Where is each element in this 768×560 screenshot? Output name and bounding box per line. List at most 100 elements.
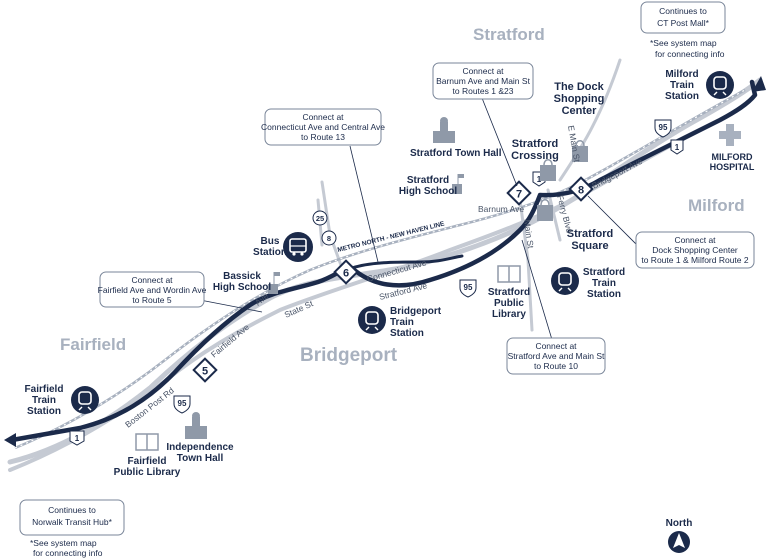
callout-barnum-line3: to Routes 1 &23 [453,86,514,96]
svg-text:Fairfield: Fairfield [128,456,167,467]
svg-text:Public Library: Public Library [114,467,181,478]
svg-text:Train: Train [390,317,414,328]
shopping-bag-icon [537,199,553,221]
street-barnum: Barnum Ave [478,204,524,214]
ct-post-note-line1: *See system map [650,38,717,48]
street-metro-north: METRO NORTH - NEW HAVEN LINE [337,220,446,254]
shopping-bag-icon [572,140,588,162]
train-icon [71,386,99,414]
label-bridgeport-station: Bridgeport Train Station [390,306,442,339]
callout-stratford-main-box [506,337,606,375]
shield-us1-icon: 1 [670,139,684,155]
callout-ct-post-line2: CT Post Mall* [657,18,709,28]
callout-stratford-main-line2: Stratford Ave and Main St [508,351,605,361]
town-milford: Milford [688,196,745,215]
label-bus-station: Bus Station [253,236,287,258]
label-independence: Independence Town Hall [166,442,234,464]
arrow-west-icon [4,433,16,447]
callout-dock-line1: Connect at [674,235,716,245]
train-icon [551,267,579,295]
svg-text:Bus: Bus [261,236,280,247]
label-stratford-library: Stratford Public Library [488,287,530,320]
shield-i95-icon: 95 [654,119,672,138]
svg-text:Stratford: Stratford [567,228,613,240]
svg-text:Public: Public [494,298,524,309]
callout-fairfield-wordin-box [99,271,205,308]
label-stratford-station: Stratford Train Station [583,267,625,300]
road-ferry [546,188,562,242]
timepoint-5-label: 5 [202,366,208,378]
timepoint-8-label: 8 [578,185,584,197]
north-arrow-icon [673,533,685,548]
street-fairfield-ave: Fairfield Ave [209,322,251,360]
callout-dock-line2: Dock Shopping Center [652,245,738,255]
callout-dock-line3: to Route 1 & Milford Route 2 [641,255,749,265]
svg-text:Train: Train [670,80,694,91]
label-stratford-crossing: Stratford Crossing [511,138,559,162]
north-arrow: North [666,518,693,553]
shield-route8-label: 8 [327,234,331,243]
svg-text:Station: Station [587,289,621,300]
svg-text:Station: Station [253,247,287,258]
callout-fairfield-wordin-line1: Connect at [131,275,173,285]
shield-i95-icon: 95 [173,395,191,414]
callout-leaders [199,97,638,344]
svg-text:Stratford: Stratford [512,138,558,150]
shield-route25-label: 25 [316,214,324,223]
svg-text:Shopping: Shopping [554,93,605,105]
train-icon [358,306,386,334]
shield-route8-icon: 8 [321,230,337,246]
callout-fairfield-wordin-line3: to Route 5 [132,295,171,305]
svg-text:HOSPITAL: HOSPITAL [710,162,755,172]
shield-i95-a-label: 95 [178,399,187,408]
shield-i95-c-label: 95 [659,123,668,132]
label-fairfield-library: Fairfield Public Library [114,456,181,478]
town-fairfield: Fairfield [60,335,126,354]
callout-stratford-main-line1: Connect at [535,341,577,351]
svg-text:Stratford: Stratford [488,287,530,298]
route-line [9,79,758,443]
rail-line [14,88,746,450]
svg-text:Stratford: Stratford [583,267,625,278]
callout-stratford-main-line3: to Route 10 [534,361,578,371]
svg-text:North: North [666,518,693,529]
label-dock: The Dock Shopping Center [554,81,605,117]
library-icon [497,265,521,283]
svg-text:Station: Station [665,91,699,102]
hospital-cross-icon [719,124,741,146]
svg-text:High School: High School [213,282,272,293]
label-fairfield-station: Fairfield Train Station [25,384,64,417]
svg-text:Independence: Independence [166,442,234,453]
town-hall-icon [185,412,207,439]
shield-us1-b-label: 1 [537,175,542,184]
label-bassick: Bassick High School [213,271,272,293]
ct-post-note-line2: for connecting info [655,49,725,59]
callout-norwalk-line2: Norwalk Transit Hub* [32,517,113,527]
callout-barnum-box [432,62,534,100]
timepoint-7: 7 [506,180,532,206]
callout-connecticut-line1: Connect at [302,112,344,122]
street-e-main: E Main St [566,125,582,164]
timepoint-5: 5 [192,357,218,383]
arrow-north-icon [752,76,766,92]
svg-text:Stratford: Stratford [407,175,449,186]
shopping-bag-icon [540,159,556,181]
school-icon [452,174,464,194]
svg-text:Library: Library [492,309,526,320]
callout-ct-post-box [640,1,726,34]
svg-text:Town Hall: Town Hall [177,453,224,464]
bus-icon [283,232,313,262]
svg-text:Milford: Milford [665,69,698,80]
timepoint-6-label: 6 [343,268,349,280]
shield-us1-c-label: 1 [675,143,680,152]
street-main-st: Main St [522,219,536,250]
svg-text:Square: Square [571,240,608,252]
rail-track [14,88,746,450]
callout-norwalk-box [19,499,125,536]
label-stratford-town-hall: Stratford Town Hall [410,148,502,159]
label-milford-station: Milford Train Station [665,69,699,102]
label-stratford-square: Stratford Square [567,228,613,252]
svg-text:Station: Station [27,406,61,417]
svg-text:Station: Station [390,328,424,339]
